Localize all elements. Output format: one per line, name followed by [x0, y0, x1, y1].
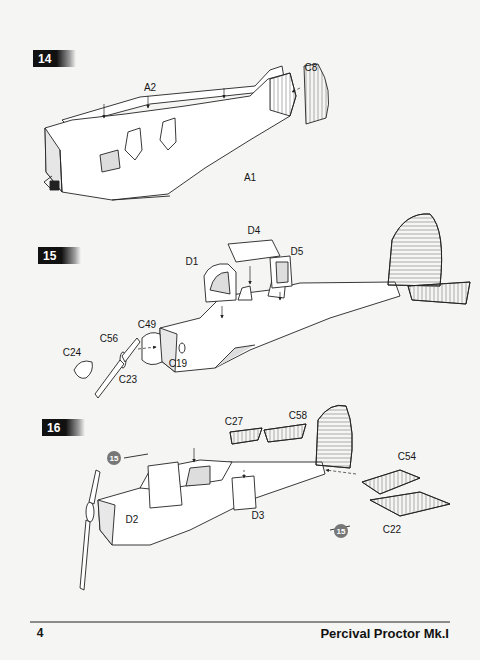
part-label: C19 — [169, 359, 187, 369]
paint-callout: 15 — [107, 451, 121, 465]
part-label: D3 — [252, 511, 265, 521]
part-label: C8 — [305, 63, 318, 73]
part-label: D1 — [186, 257, 199, 267]
footer-rule — [30, 621, 450, 622]
step-number: 14 — [33, 50, 76, 67]
part-label: C54 — [398, 452, 416, 462]
part-label: C27 — [225, 417, 243, 427]
part-label: C58 — [289, 411, 307, 421]
part-label: D5 — [291, 247, 304, 257]
part-label: C49 — [138, 320, 156, 330]
step-number: 15 — [38, 247, 81, 264]
part-label: C56 — [100, 334, 118, 344]
part-label: A1 — [244, 173, 256, 183]
part-label: C24 — [63, 348, 81, 358]
part-label: A2 — [144, 83, 156, 93]
footer-title: Percival Proctor Mk.I — [320, 626, 449, 641]
part-label: D4 — [248, 226, 261, 236]
callout-number: 14 — [38, 52, 51, 66]
part-label: C22 — [383, 525, 401, 535]
part-label: C23 — [119, 375, 137, 385]
part-label: D2 — [126, 515, 139, 525]
paint-callout: 15 — [334, 524, 348, 538]
step-number: 16 — [42, 419, 85, 436]
callout-number: 15 — [43, 249, 56, 263]
callout-number: 15 — [110, 454, 119, 463]
callout-number: 15 — [337, 527, 346, 536]
page-number: 4 — [37, 627, 44, 639]
callout-number: 16 — [47, 421, 60, 435]
